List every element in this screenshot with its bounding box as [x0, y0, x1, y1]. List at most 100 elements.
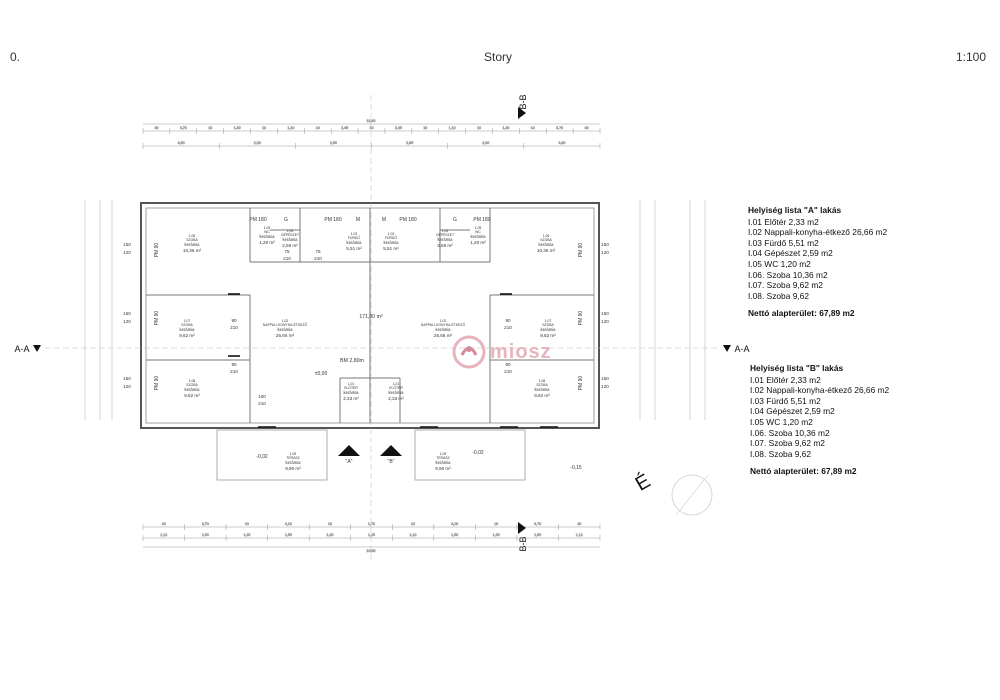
room-number: 1.07 [184, 319, 191, 323]
dim-bottom-2-label: 1,10 [410, 533, 417, 537]
room-area: 5,51 m² [383, 246, 399, 251]
dim-top-1-label: 1,10 [287, 126, 294, 130]
room-list-item: I.05 WC 1,20 m2 [750, 416, 813, 427]
dim-bottom-2-label: 1,25 [493, 533, 500, 537]
room-list-item: I.02 Nappali-konyha-étkező 26,66 m2 [748, 227, 888, 238]
level-mark-bottom-right: -0,15 [570, 465, 582, 471]
dim-top-2-label: 4,60 [558, 141, 565, 145]
room-area: 9,62 m² [534, 393, 550, 398]
room-list-item: I.05 WC 1,20 m2 [748, 258, 811, 269]
opening-marker: PM 90 [578, 376, 584, 391]
room-floor: kerámia [471, 234, 487, 239]
dim-bottom-1-label: 10 [494, 522, 498, 526]
dim-bottom-1-label: 3,70 [534, 522, 541, 526]
room-list-a-title: Helyiség lista "A" lakás [748, 205, 842, 215]
room-number: 1.01 [348, 382, 355, 386]
room-floor: kerámia [185, 242, 201, 247]
dim-side-left-label: 120 [123, 250, 131, 255]
opening-marker: PM 90 [154, 376, 160, 391]
room-area: 2,33 m² [388, 396, 404, 401]
room-name: SZOBA [540, 238, 552, 242]
dim-top-1-label: 1,30 [502, 126, 509, 130]
room-list-item: I.08. Szoba 9,62 [750, 448, 811, 459]
room-list-b-net-area: Nettó alapterület: 67,89 m2 [750, 466, 857, 477]
dim-side-left-label: 120 [123, 319, 131, 324]
dim-top-1-label: 10 [423, 126, 427, 130]
plan-center-area: 171,00 m² [359, 314, 383, 320]
room-name: GÉPÉSZET [436, 232, 454, 237]
entry-arrow-a-icon [338, 445, 360, 456]
dim-bottom-1-label: 10 [245, 522, 249, 526]
opening-marker: PM 180 [473, 217, 490, 223]
room-name: SZOBA [536, 383, 548, 387]
dim-bottom-1-label: 10 [411, 522, 415, 526]
room-floor: kerámia [436, 327, 452, 332]
opening-marker: PM 180 [399, 217, 416, 223]
room-list-item: I.03 Fürdő 5,51 m2 [750, 395, 821, 406]
door-dimension: 210 [283, 256, 291, 261]
dim-side-left-label: 120 [123, 384, 131, 389]
dim-top-1-label: 10 [477, 126, 481, 130]
room-area: 9,62 m² [184, 393, 200, 398]
room-area: 2,59 m² [437, 243, 453, 248]
room-area: 5,51 m² [346, 246, 362, 251]
room-area: 1,20 m² [470, 240, 486, 245]
dim-top-1-label: 10 [262, 126, 266, 130]
opening-marker: M [356, 217, 360, 223]
room-number: 1.08 [189, 379, 196, 383]
room-area: 10,36 m² [537, 248, 556, 253]
dim-bottom-2-label: 1,50 [202, 533, 209, 537]
room-number: 1.04 [287, 229, 294, 233]
dim-bottom-1-label: 4,10 [285, 522, 292, 526]
door-dimension: 210 [504, 325, 512, 330]
room-area: 2,59 m² [282, 243, 298, 248]
room-number: 1.09 [440, 452, 447, 456]
room-list-a: Helyiség lista "A" lakás I.01 Előtér 2,3… [748, 205, 887, 319]
room-number: 1.06 [189, 234, 196, 238]
room-area: 1,20 m² [259, 240, 275, 245]
dim-bottom-2-label: 1,00 [326, 533, 333, 537]
room-number: 1.08 [539, 379, 546, 383]
section-arrow-bottom-icon [518, 522, 526, 534]
watermark-text: miosz [490, 340, 552, 363]
room-floor: kerámia [278, 327, 294, 332]
room-number: 1.09 [290, 452, 297, 456]
level-mark-left: -0,02 [256, 454, 268, 460]
plan-center-level: BM 2,80m [340, 358, 364, 364]
room-floor: kerámia [185, 387, 201, 392]
door-dimension: 75 [284, 249, 290, 254]
room-name: SZOBA [181, 323, 193, 327]
room-name: SZOBA [186, 238, 198, 242]
room-list-item: I.07. Szoba 9,62 m2 [748, 280, 823, 291]
dim-top-total-label: 18,90 [367, 119, 376, 123]
room-floor: kerámia [438, 237, 454, 242]
room-area: 10,36 m² [183, 248, 202, 253]
room-list-item: I.07. Szoba 9,62 m2 [750, 438, 825, 449]
entry-label-a: "A" [346, 459, 353, 465]
dim-side-right-label: 120 [601, 319, 609, 324]
room-list-item: I.04 Gépészet 2,59 m2 [748, 248, 833, 259]
room-floor: kerámia [539, 242, 555, 247]
door-dimension: 210 [230, 325, 238, 330]
entry-label-b: "B" [388, 459, 395, 465]
room-list-item: I.01 Előtér 2,33 m2 [750, 374, 821, 385]
room-list-item: I.08. Szoba 9,62 [748, 290, 809, 301]
section-label-bb-top: B-B [518, 94, 528, 109]
section-arrow-top-icon [518, 107, 526, 119]
terrace-left [216, 429, 328, 481]
door-dimension: 210 [314, 256, 322, 261]
section-arrow-right-icon [723, 345, 731, 352]
room-name: SZOBA [186, 383, 198, 387]
dim-bottom-2-label: 1,25 [243, 533, 250, 537]
dim-bottom-1-label: 1,70 [368, 522, 375, 526]
room-floor: kerámia [541, 327, 557, 332]
dim-top-1-label: 40 [585, 126, 589, 130]
room-floor: kerámia [286, 460, 302, 465]
dim-top-2-label: 2,00 [482, 141, 489, 145]
room-floor: kerámia [260, 234, 276, 239]
opening-marker: PM 180 [249, 217, 266, 223]
room-area: 9,62 m² [179, 333, 195, 338]
